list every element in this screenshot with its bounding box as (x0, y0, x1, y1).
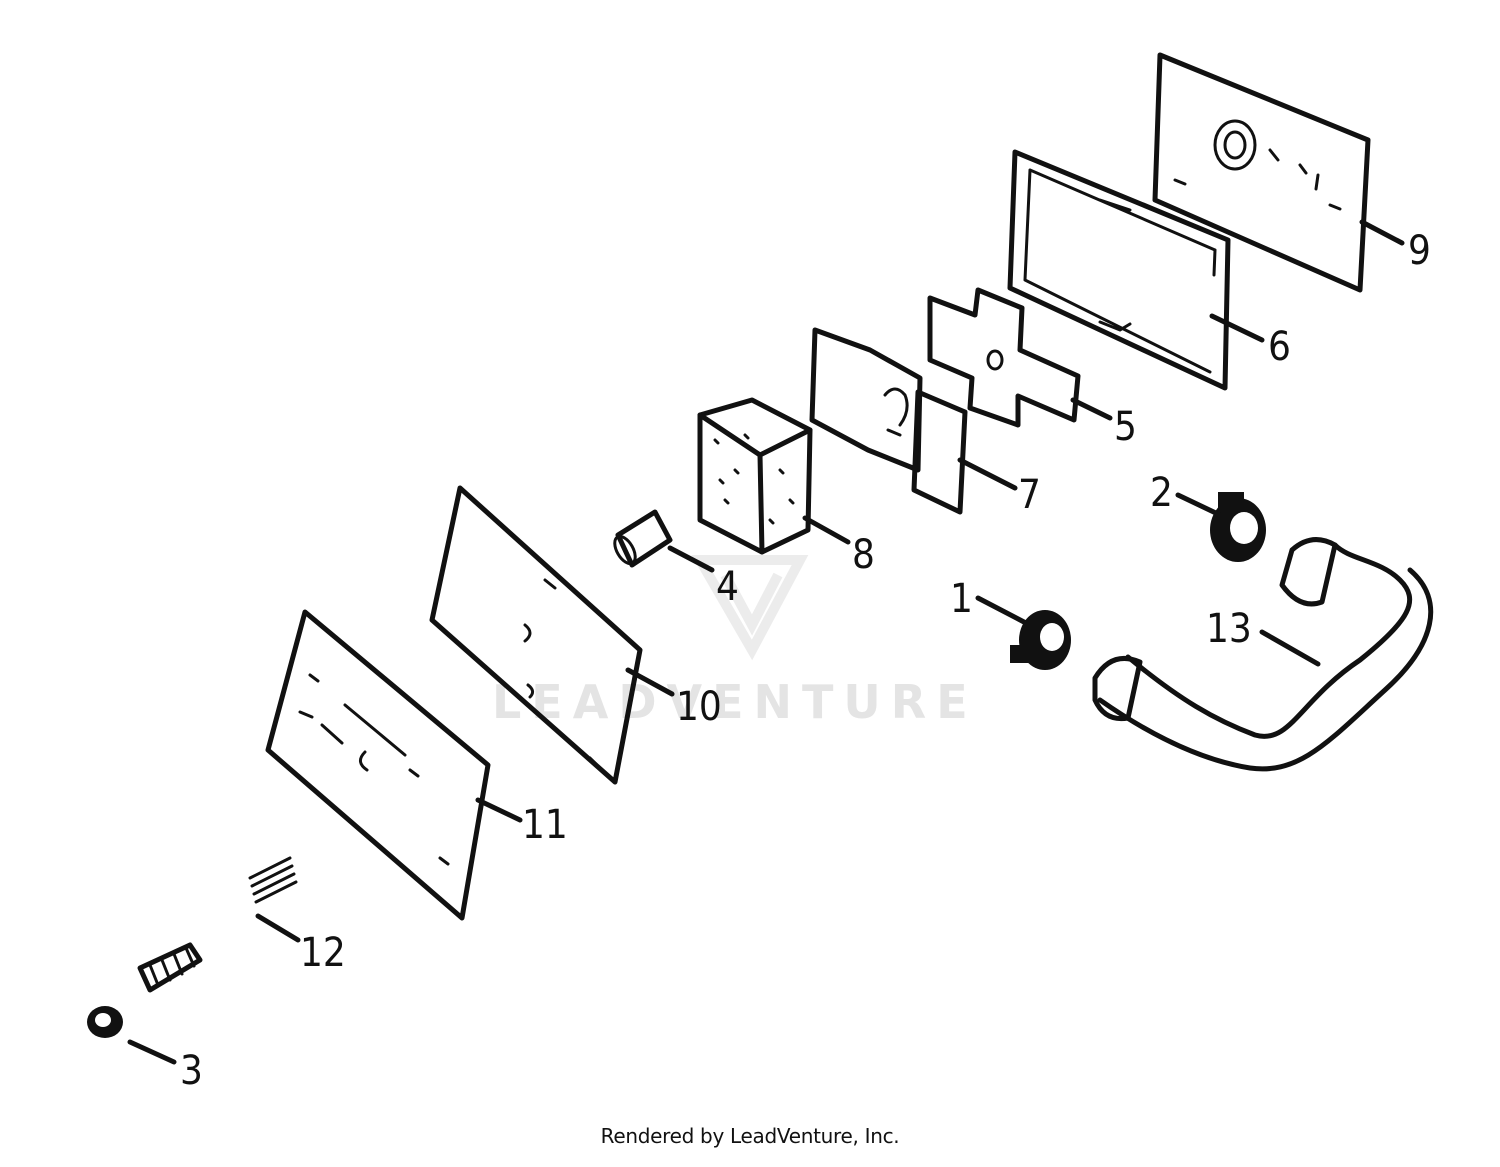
part-2-clamp[interactable] (1210, 492, 1266, 562)
callout-labels: 1 2 3 4 5 6 7 8 9 10 11 12 13 (180, 228, 1431, 1094)
part-4-sleeve[interactable] (611, 509, 673, 568)
watermark: LEADVENTURE (492, 555, 978, 729)
part-11-base-plate[interactable] (265, 609, 491, 921)
part-9-back-plate[interactable] (1152, 52, 1371, 293)
part-10-plate[interactable] (429, 485, 643, 785)
part-5-bracket[interactable] (927, 287, 1081, 428)
callout-7: 7 (1018, 472, 1041, 518)
callout-2: 2 (1150, 470, 1173, 516)
callout-9: 9 (1408, 228, 1431, 274)
watermark-text: LEADVENTURE (492, 675, 978, 729)
callout-5: 5 (1114, 404, 1137, 450)
part-13-hose[interactable] (1092, 537, 1434, 772)
callout-11: 11 (522, 802, 568, 848)
part-3-knob[interactable] (87, 1006, 123, 1038)
callout-8: 8 (852, 532, 875, 578)
callout-4: 4 (716, 564, 739, 610)
part-8-foam-block[interactable] (697, 397, 813, 555)
part-1-clamp[interactable] (1010, 610, 1071, 670)
callout-13: 13 (1206, 606, 1252, 652)
callout-12: 12 (300, 930, 346, 976)
part-6-gasket[interactable] (1007, 149, 1231, 391)
part-12-springs[interactable] (137, 856, 298, 993)
callout-3: 3 (180, 1048, 203, 1094)
callout-10: 10 (676, 684, 722, 730)
callout-1: 1 (950, 576, 973, 622)
part-7-insulator[interactable] (809, 327, 968, 515)
callout-6: 6 (1268, 324, 1291, 370)
footer-credit: Rendered by LeadVenture, Inc. (600, 1124, 900, 1148)
